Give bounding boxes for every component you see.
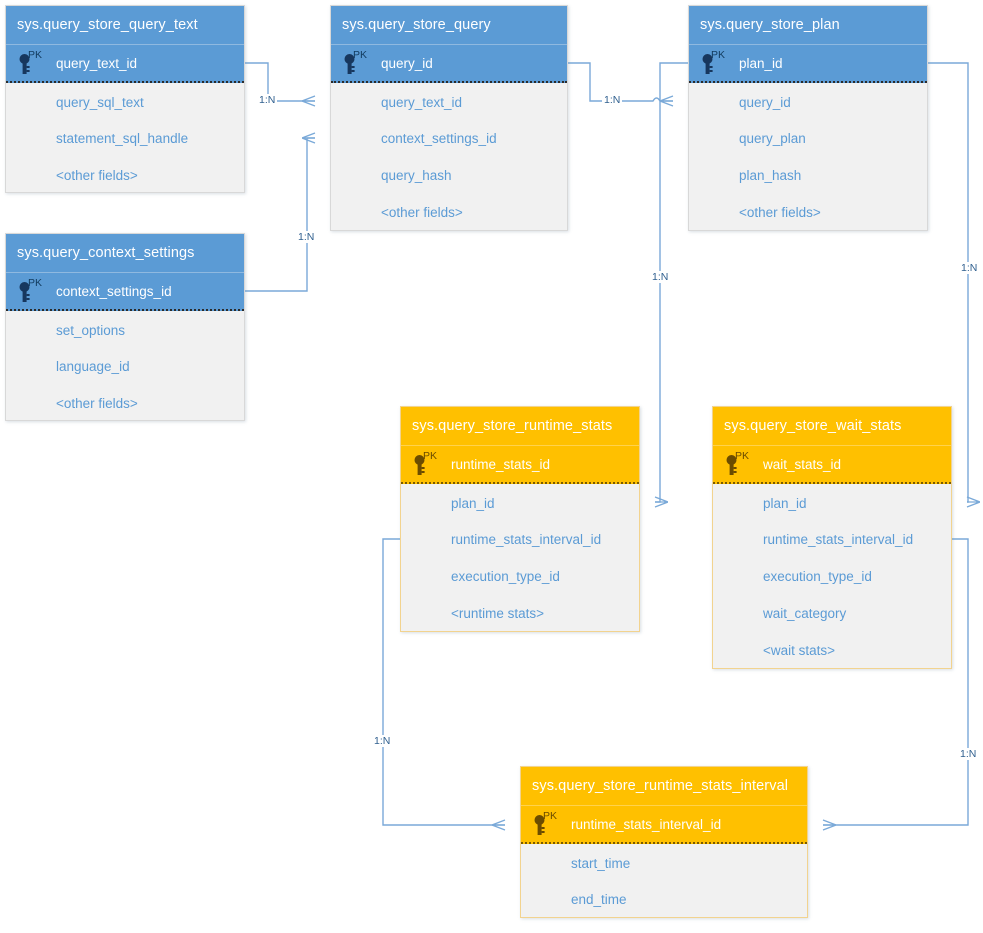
field-row[interactable]: <other fields>	[56, 396, 138, 411]
field-row[interactable]: set_options	[56, 323, 126, 338]
field-row[interactable]: plan_hash	[739, 168, 802, 183]
field-row[interactable]: <other fields>	[381, 205, 463, 220]
entity-title: sys.query_context_settings	[6, 234, 244, 273]
field-row[interactable]: plan_id	[763, 496, 807, 511]
primary-key-row[interactable]: PK runtime_stats_interval_id	[521, 806, 807, 844]
entity-query-store-plan[interactable]: sys.query_store_plan PK plan_id query_id…	[688, 5, 928, 231]
primary-key-row[interactable]: PK plan_id	[689, 45, 927, 83]
pk-badge-label: PK	[28, 49, 43, 61]
field-list: query_text_id context_settings_id query_…	[331, 83, 567, 231]
field-row[interactable]: query_plan	[739, 131, 806, 146]
entity-title: sys.query_store_query_text	[6, 6, 244, 45]
pk-badge-label: PK	[735, 450, 750, 462]
entity-title: sys.query_store_runtime_stats	[401, 407, 639, 446]
pk-badge-label: PK	[353, 49, 368, 61]
entity-title: sys.query_store_query	[331, 6, 567, 45]
entity-title: sys.query_store_runtime_stats_interval	[521, 767, 807, 806]
key-icon	[533, 814, 567, 836]
cardinality-label: 1:N	[602, 94, 623, 106]
field-row[interactable]: execution_type_id	[451, 569, 560, 584]
field-list: plan_id runtime_stats_interval_id execut…	[713, 484, 951, 669]
field-row[interactable]: plan_id	[451, 496, 495, 511]
pk-badge-label: PK	[423, 450, 438, 462]
pk-field-name: query_text_id	[56, 56, 138, 71]
field-row[interactable]: wait_category	[763, 606, 847, 621]
pk-badge-label: PK	[28, 277, 43, 289]
pk-field-name: wait_stats_id	[763, 457, 842, 472]
field-row[interactable]: start_time	[571, 856, 631, 871]
field-row[interactable]: context_settings_id	[381, 131, 497, 146]
entity-query-store-runtime-stats-interval[interactable]: sys.query_store_runtime_stats_interval P…	[520, 766, 808, 918]
primary-key-row[interactable]: PK query_text_id	[6, 45, 244, 83]
field-row[interactable]: <other fields>	[56, 168, 138, 183]
pk-field-name: context_settings_id	[56, 284, 172, 299]
field-list: set_options language_id <other fields>	[6, 311, 244, 422]
pk-field-name: runtime_stats_id	[451, 457, 551, 472]
field-row[interactable]: <other fields>	[739, 205, 821, 220]
cardinality-label: 1:N	[958, 748, 979, 760]
primary-key-row[interactable]: PK context_settings_id	[6, 273, 244, 311]
key-icon	[413, 454, 447, 476]
entity-query-store-wait-stats[interactable]: sys.query_store_wait_stats PK wait_stats…	[712, 406, 952, 669]
primary-key-row[interactable]: PK wait_stats_id	[713, 446, 951, 484]
key-icon	[701, 53, 735, 75]
cardinality-label: 1:N	[372, 735, 393, 747]
key-icon	[18, 53, 52, 75]
field-row[interactable]: runtime_stats_interval_id	[763, 532, 914, 547]
pk-field-name: plan_id	[739, 56, 783, 71]
field-row[interactable]: execution_type_id	[763, 569, 872, 584]
field-row[interactable]: language_id	[56, 359, 130, 374]
pk-badge-label: PK	[711, 49, 726, 61]
cardinality-label: 1:N	[959, 262, 980, 274]
cardinality-label: 1:N	[257, 94, 278, 106]
key-icon	[725, 454, 759, 476]
pk-field-name: query_id	[381, 56, 433, 71]
connector-query-text-to-query	[245, 62, 315, 101]
field-row[interactable]: <wait stats>	[763, 643, 836, 658]
field-row[interactable]: query_hash	[381, 168, 452, 183]
field-row[interactable]: query_id	[739, 95, 791, 110]
entity-title: sys.query_store_wait_stats	[713, 407, 951, 446]
key-icon	[18, 281, 52, 303]
connector-context-settings-to-query	[245, 138, 315, 292]
field-list: query_id query_plan plan_hash <other fie…	[689, 83, 927, 231]
field-list: start_time end_time	[521, 844, 807, 918]
field-list: plan_id runtime_stats_interval_id execut…	[401, 484, 639, 632]
entity-query-context-settings[interactable]: sys.query_context_settings PK context_se…	[5, 233, 245, 421]
field-row[interactable]: query_text_id	[381, 95, 463, 110]
entity-query-store-runtime-stats[interactable]: sys.query_store_runtime_stats PK runtime…	[400, 406, 640, 632]
field-row[interactable]: query_sql_text	[56, 95, 144, 110]
entity-query-store-query[interactable]: sys.query_store_query PK query_id query_…	[330, 5, 568, 231]
pk-field-name: runtime_stats_interval_id	[571, 817, 722, 832]
cardinality-label: 1:N	[650, 271, 671, 283]
key-icon	[343, 53, 377, 75]
cardinality-label: 1:N	[296, 231, 317, 243]
field-row[interactable]: end_time	[571, 892, 627, 907]
primary-key-row[interactable]: PK query_id	[331, 45, 567, 83]
entity-query-store-query-text[interactable]: sys.query_store_query_text PK query_text…	[5, 5, 245, 193]
field-row[interactable]: runtime_stats_interval_id	[451, 532, 602, 547]
primary-key-row[interactable]: PK runtime_stats_id	[401, 446, 639, 484]
field-row[interactable]: statement_sql_handle	[56, 131, 189, 146]
entity-title: sys.query_store_plan	[689, 6, 927, 45]
field-row[interactable]: <runtime stats>	[451, 606, 545, 621]
pk-badge-label: PK	[543, 810, 558, 822]
field-list: query_sql_text statement_sql_handle <oth…	[6, 83, 244, 194]
